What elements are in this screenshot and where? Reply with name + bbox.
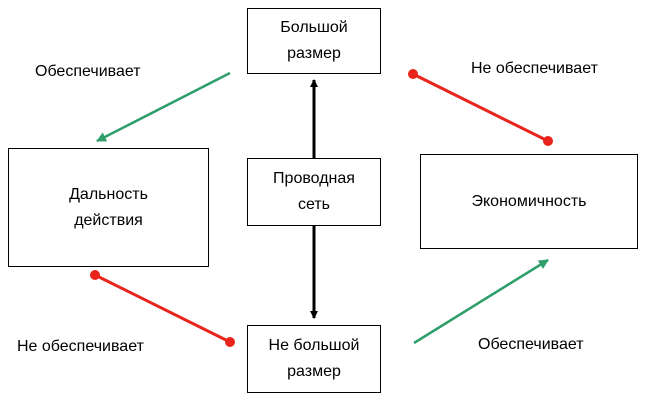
node-bottom-label: Не большой размер bbox=[268, 337, 360, 380]
node-center-label: Проводная сеть bbox=[273, 170, 355, 213]
line-not-provides-bottom-left bbox=[94, 273, 231, 344]
label-bottom-left: Не обеспечивает bbox=[17, 338, 144, 355]
node-left-label: Дальность действия bbox=[69, 185, 148, 229]
line-endpoint-dot bbox=[225, 337, 235, 347]
node-center: Проводная сеть bbox=[247, 158, 381, 226]
line-endpoint-dot bbox=[408, 69, 418, 79]
node-bottom: Не большой размер bbox=[247, 325, 381, 393]
node-right-label: Экономичность bbox=[471, 192, 587, 210]
label-bottom-right: Обеспечивает bbox=[478, 336, 584, 353]
node-top-label: Большой размер bbox=[280, 19, 348, 62]
node-right: Экономичность bbox=[420, 154, 638, 249]
line-endpoint-dot bbox=[543, 136, 553, 146]
label-top-right: Не обеспечивает bbox=[471, 60, 598, 77]
line-endpoint-dot bbox=[90, 270, 100, 280]
line-not-provides-top-right bbox=[412, 72, 549, 143]
arrow-provides-bottom-right bbox=[413, 258, 549, 345]
node-top: Большой размер bbox=[247, 8, 381, 74]
label-top-left: Обеспечивает bbox=[35, 63, 141, 80]
arrow-provides-top-left bbox=[96, 71, 231, 143]
node-left: Дальность действия bbox=[8, 148, 209, 267]
